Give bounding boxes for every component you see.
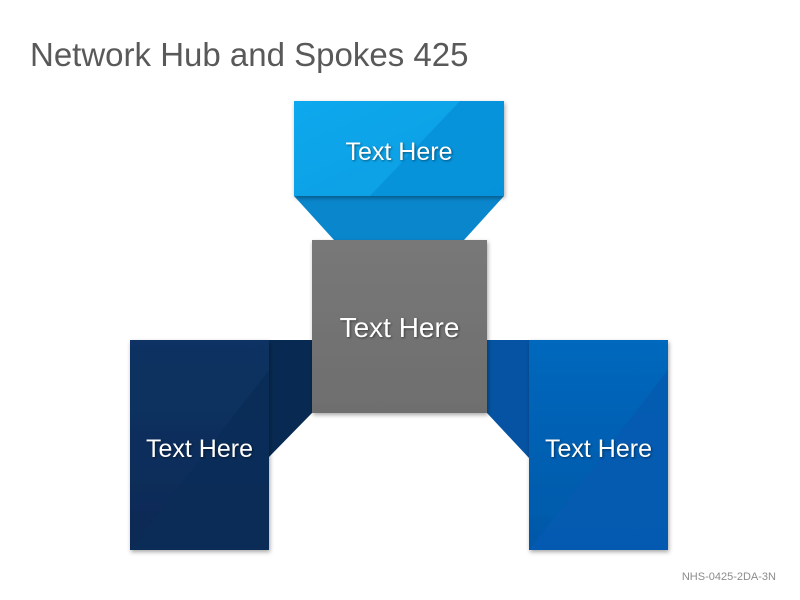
top-connector [294, 196, 504, 240]
left-node[interactable] [130, 340, 269, 550]
left-node-label: Text Here [146, 435, 253, 463]
top-node[interactable] [294, 101, 504, 196]
page-title: Network Hub and Spokes 425 [30, 36, 469, 73]
hub-node-label: Text Here [339, 312, 460, 343]
right-node-label: Text Here [545, 435, 652, 463]
right-connector [487, 340, 529, 458]
hub-node[interactable] [312, 240, 487, 413]
footer-code: NHS-0425-2DA-3N [681, 571, 776, 583]
left-connector [268, 340, 312, 458]
top-node-label: Text Here [345, 138, 453, 166]
right-node[interactable] [529, 340, 668, 550]
